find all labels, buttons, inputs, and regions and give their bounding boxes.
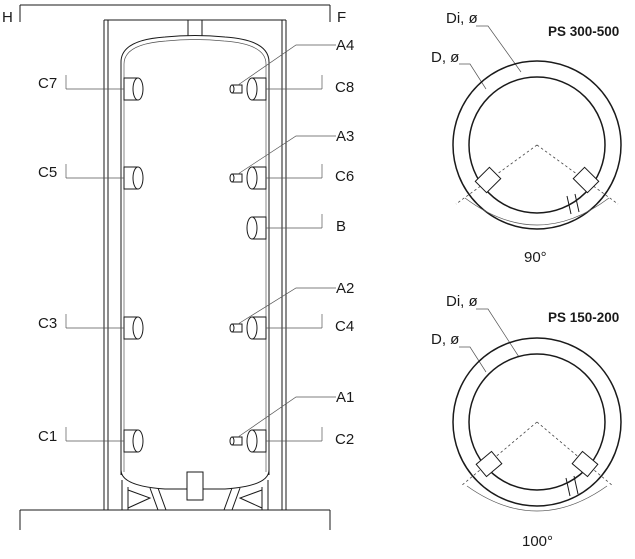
leader-d-top: [459, 63, 487, 90]
pipe-stub-bottom-b: [573, 475, 579, 495]
label-di-top: Di, ø: [446, 10, 478, 27]
port-c5: C5: [38, 164, 144, 190]
pocket-left-bottom: [475, 450, 503, 478]
leg-left: [121, 480, 152, 510]
vessel-outer-wall: [120, 35, 270, 475]
label-h: H: [2, 9, 13, 26]
title-ps-300-500: PS 300-500: [548, 24, 619, 39]
title-ps-150-200: PS 150-200: [548, 310, 619, 325]
label-d-bottom: D, ø: [431, 331, 459, 348]
leader-d-bottom: [459, 346, 487, 373]
label-a3: A3: [336, 128, 354, 145]
pocket-right-top: [572, 166, 600, 194]
pipe-stub-bottom-a: [565, 477, 571, 497]
inner-circle-bottom: [468, 353, 606, 491]
leg-mid-left: [149, 487, 167, 511]
vessel-inner-wall: [123, 39, 267, 472]
section-view-bottom: PS 150-200 Di, ø D, ø 100°: [431, 293, 622, 550]
left-ports: C7 C5 C3 C1: [38, 75, 144, 453]
leader-di-bottom: [476, 308, 520, 358]
label-f: F: [337, 9, 346, 26]
label-c1: C1: [38, 428, 57, 445]
pipe-stub-top-a: [566, 195, 572, 215]
pocket-left-top: [474, 166, 502, 194]
port-b: B: [246, 214, 346, 240]
right-ports: C8 A4 C6 A3 B: [229, 37, 354, 453]
pipe-stub-top-b: [574, 193, 580, 213]
port-c4: C4 A2: [229, 280, 354, 340]
angle-arc-bottom: [466, 485, 608, 512]
outer-circle-top: [452, 60, 622, 230]
label-a1: A1: [336, 389, 354, 406]
label-d-top: D, ø: [431, 49, 459, 66]
leader-di-top: [476, 25, 522, 73]
angle-arc-top: [464, 197, 610, 226]
section-view-top: PS 300-500 Di, ø D, ø 90°: [431, 10, 622, 266]
tank-elevation: H F: [2, 4, 354, 530]
pocket-right-bottom: [571, 450, 599, 478]
angle-line-left-bottom: [460, 421, 538, 487]
port-c6: C6 A3: [229, 128, 354, 190]
leg-mid-right: [223, 487, 241, 511]
label-c3: C3: [38, 315, 57, 332]
inner-circle-top: [468, 76, 606, 214]
port-c7: C7: [38, 75, 144, 101]
port-c8: C8 A4: [229, 37, 354, 101]
port-c3: C3: [38, 314, 144, 340]
label-a4: A4: [336, 37, 354, 54]
label-c4: C4: [335, 318, 354, 335]
angle-label-top: 90°: [524, 249, 547, 266]
port-c2: C2 A1: [229, 389, 354, 453]
bottom-drain-nozzle: [186, 471, 204, 501]
angle-label-bottom: 100°: [522, 533, 553, 550]
label-c7: C7: [38, 75, 57, 92]
label-c8: C8: [335, 79, 354, 96]
port-c1: C1: [38, 427, 144, 453]
label-di-bottom: Di, ø: [446, 293, 478, 310]
leg-right: [238, 480, 269, 510]
label-c5: C5: [38, 164, 57, 181]
angle-line-right-bottom: [536, 421, 614, 487]
label-b: B: [336, 218, 346, 235]
outer-circle-bottom: [452, 337, 622, 507]
label-a2: A2: [336, 280, 354, 297]
label-c6: C6: [335, 168, 354, 185]
label-c2: C2: [335, 431, 354, 448]
